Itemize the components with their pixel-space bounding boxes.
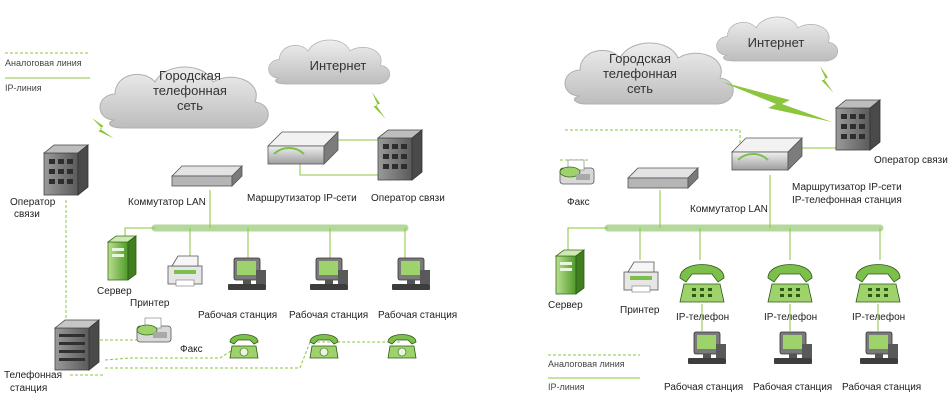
phone-icon <box>387 334 417 359</box>
server-label: Сервер <box>97 286 132 297</box>
ip-phone-label: IP-телефон <box>676 311 729 323</box>
fax-label: Факс <box>180 344 203 355</box>
workstation-icon <box>309 257 349 291</box>
workstation-icon <box>687 331 727 365</box>
bolt-icon <box>367 92 390 119</box>
lan-drops <box>567 147 881 260</box>
printer-icon <box>623 261 659 293</box>
lan-switch-icon <box>627 167 699 189</box>
router-icon <box>267 131 339 165</box>
router-label: Маршрутизатор IP-сети <box>792 182 902 193</box>
city-network-cloud-label: Городская телефонная сеть <box>153 68 227 113</box>
svg-text:сеть: сеть <box>627 81 653 96</box>
router-label: Маршрутизатор IP-сети <box>247 193 357 204</box>
phone-links <box>701 304 879 332</box>
operator-building-icon <box>43 144 89 196</box>
operator-building-icon <box>835 99 881 151</box>
server-icon <box>107 235 137 281</box>
workstation-label: Рабочая станция <box>378 309 457 321</box>
fax-icon <box>136 317 172 343</box>
workstation-icon <box>391 257 431 291</box>
ip-phone-label: IP-телефон <box>764 311 817 323</box>
phone-icon <box>229 334 259 359</box>
pbx-icon <box>54 319 100 371</box>
workstation-label: Рабочая станция <box>842 381 921 393</box>
printer-label: Принтер <box>620 305 660 316</box>
fax-label: Факс <box>567 197 590 208</box>
analog-lines <box>65 200 400 376</box>
ip-phone-icon <box>767 264 813 303</box>
operator-left-label: Оператор <box>10 197 56 208</box>
workstation-label: Рабочая станция <box>664 381 743 393</box>
pbx-label: Телефонная <box>4 369 62 381</box>
workstation-label: Рабочая станция <box>289 309 368 321</box>
phone-icon <box>309 334 339 359</box>
switch-label: Коммутатор LAN <box>690 204 768 215</box>
workstation-label: Рабочая станция <box>198 309 277 321</box>
ip-phone-icon <box>679 264 725 303</box>
legend-ip-label: IP-линия <box>548 382 585 392</box>
router-icon <box>731 137 803 171</box>
workstation-label: Рабочая станция <box>753 381 832 393</box>
internet-cloud-label: Интернет <box>748 35 805 50</box>
legend-analog-label: Аналоговая линия <box>548 359 625 369</box>
printer-label: Принтер <box>130 298 170 309</box>
left-panel: Аналоговая линия IP-линия Городская <box>4 39 457 394</box>
server-label: Сервер <box>548 300 583 311</box>
operator-label: Оператор связи <box>874 155 948 166</box>
svg-text:Городская: Городская <box>609 51 671 66</box>
printer-icon <box>167 255 203 287</box>
lan-switch-icon <box>171 165 243 187</box>
pbx-label-2: станция <box>10 383 47 394</box>
right-panel: Аналоговая линия IP-линия Городская теле… <box>548 16 948 393</box>
router-label-2: IP-телефонная станция <box>792 194 902 206</box>
bolt-icon <box>815 66 838 93</box>
workstation-icon <box>227 257 267 291</box>
server-icon <box>555 249 585 295</box>
city-network-cloud-label: Городская телефонная сеть <box>603 51 677 96</box>
ip-phone-label: IP-телефон <box>852 311 905 323</box>
svg-text:сеть: сеть <box>177 98 203 113</box>
switch-label: Коммутатор LAN <box>128 197 206 208</box>
operator-building-icon <box>377 129 423 181</box>
svg-text:телефонная: телефонная <box>603 66 677 81</box>
ip-phone-icon <box>855 264 901 303</box>
legend-analog-label: Аналоговая линия <box>5 58 82 68</box>
analog-lines <box>560 129 741 161</box>
fax-icon <box>559 159 595 185</box>
workstation-icon <box>773 331 813 365</box>
legend-ip-label: IP-линия <box>5 83 42 93</box>
workstation-icon <box>859 331 899 365</box>
internet-cloud-label: Интернет <box>310 58 367 73</box>
svg-text:Городская: Городская <box>159 68 221 83</box>
svg-text:телефонная: телефонная <box>153 83 227 98</box>
bolt-icon <box>722 82 832 122</box>
operator-left-label-2: связи <box>14 209 40 220</box>
operator-right-label: Оператор связи <box>371 193 445 204</box>
